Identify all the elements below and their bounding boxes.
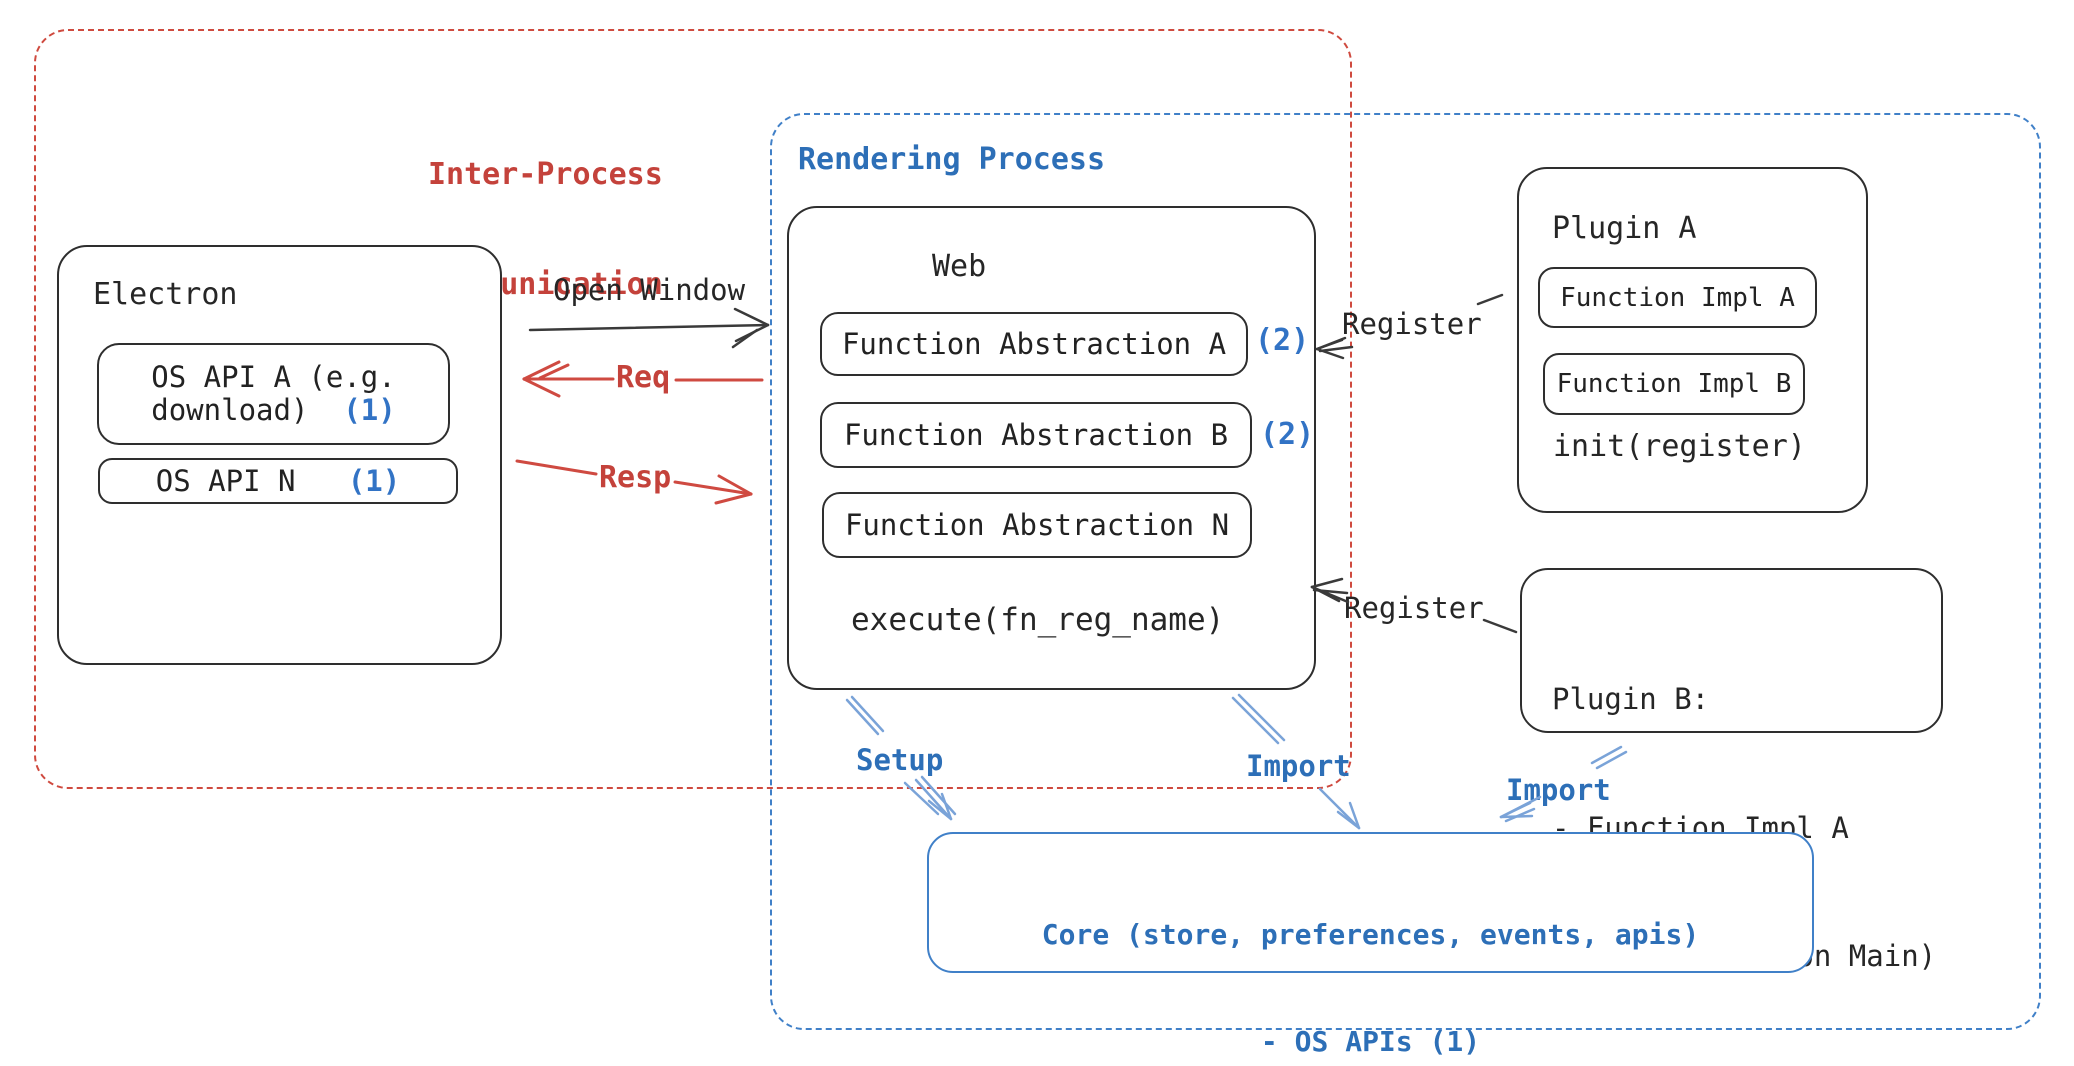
function-abstraction-b-box: Function Abstraction B [820,402,1252,468]
core-box [927,832,1814,973]
rendering-group-label: Rendering Process [798,142,1106,177]
core-line1: Core (store, preferences, events, apis) [1041,918,1700,952]
os-api-n-label: OS API N [155,464,296,498]
resp-label: Resp [599,460,672,495]
open-window-label: Open Window [553,273,746,307]
execute-label: execute(fn_reg_name) [851,602,1225,638]
init-register-label: init(register) [1553,429,1806,464]
os-api-a-marker: (1) [343,393,396,427]
plugin-a-title: Plugin A [1552,211,1697,246]
function-impl-a-label: Function Impl A [1560,282,1795,313]
function-impl-b-box: Function Impl B [1543,353,1805,415]
function-abstraction-a-box: Function Abstraction A [820,312,1248,376]
fa-a-marker: (2) [1255,323,1310,358]
os-api-a-line2: download) (1) [151,393,396,427]
function-abstraction-b-label: Function Abstraction B [843,418,1229,452]
import-mid-label: Import [1246,749,1351,783]
electron-box [57,245,502,665]
core-line2: - OS APIs (1) [1260,1024,1481,1058]
plugin-b-title: Plugin B: [1552,681,1710,716]
os-api-a-box: OS API A (e.g. download) (1) [97,343,450,445]
os-api-n-marker: (1) [347,464,401,498]
rendering-group-box [770,113,2041,1030]
import-right-label: Import [1506,773,1611,807]
electron-title: Electron [93,277,238,312]
ipc-label-line1: Inter-Process [428,157,663,193]
fa-b-marker: (2) [1260,417,1315,452]
function-abstraction-a-label: Function Abstraction A [841,327,1227,361]
function-abstraction-n-box: Function Abstraction N [822,492,1252,558]
ipc-group-box [34,29,1352,789]
register-top-label: Register [1342,307,1482,341]
function-abstraction-n-label: Function Abstraction N [844,508,1230,542]
req-label: Req [616,360,671,395]
os-api-n-box: OS API N (1) [98,458,458,504]
function-impl-b-label: Function Impl B [1556,369,1792,399]
plugin-b-box [1520,568,1943,733]
core-text: Core (store, preferences, events, apis) … [927,846,1814,1066]
os-api-a-text: OS API A (e.g. download) (1) [151,359,396,428]
setup-label: Setup [856,743,944,777]
function-impl-a-box: Function Impl A [1538,267,1817,328]
web-title: Web [932,249,987,284]
os-api-a-line1: OS API A (e.g. [151,359,396,394]
plugin-a-box [1517,167,1868,513]
register-bottom-label: Register [1344,591,1484,625]
